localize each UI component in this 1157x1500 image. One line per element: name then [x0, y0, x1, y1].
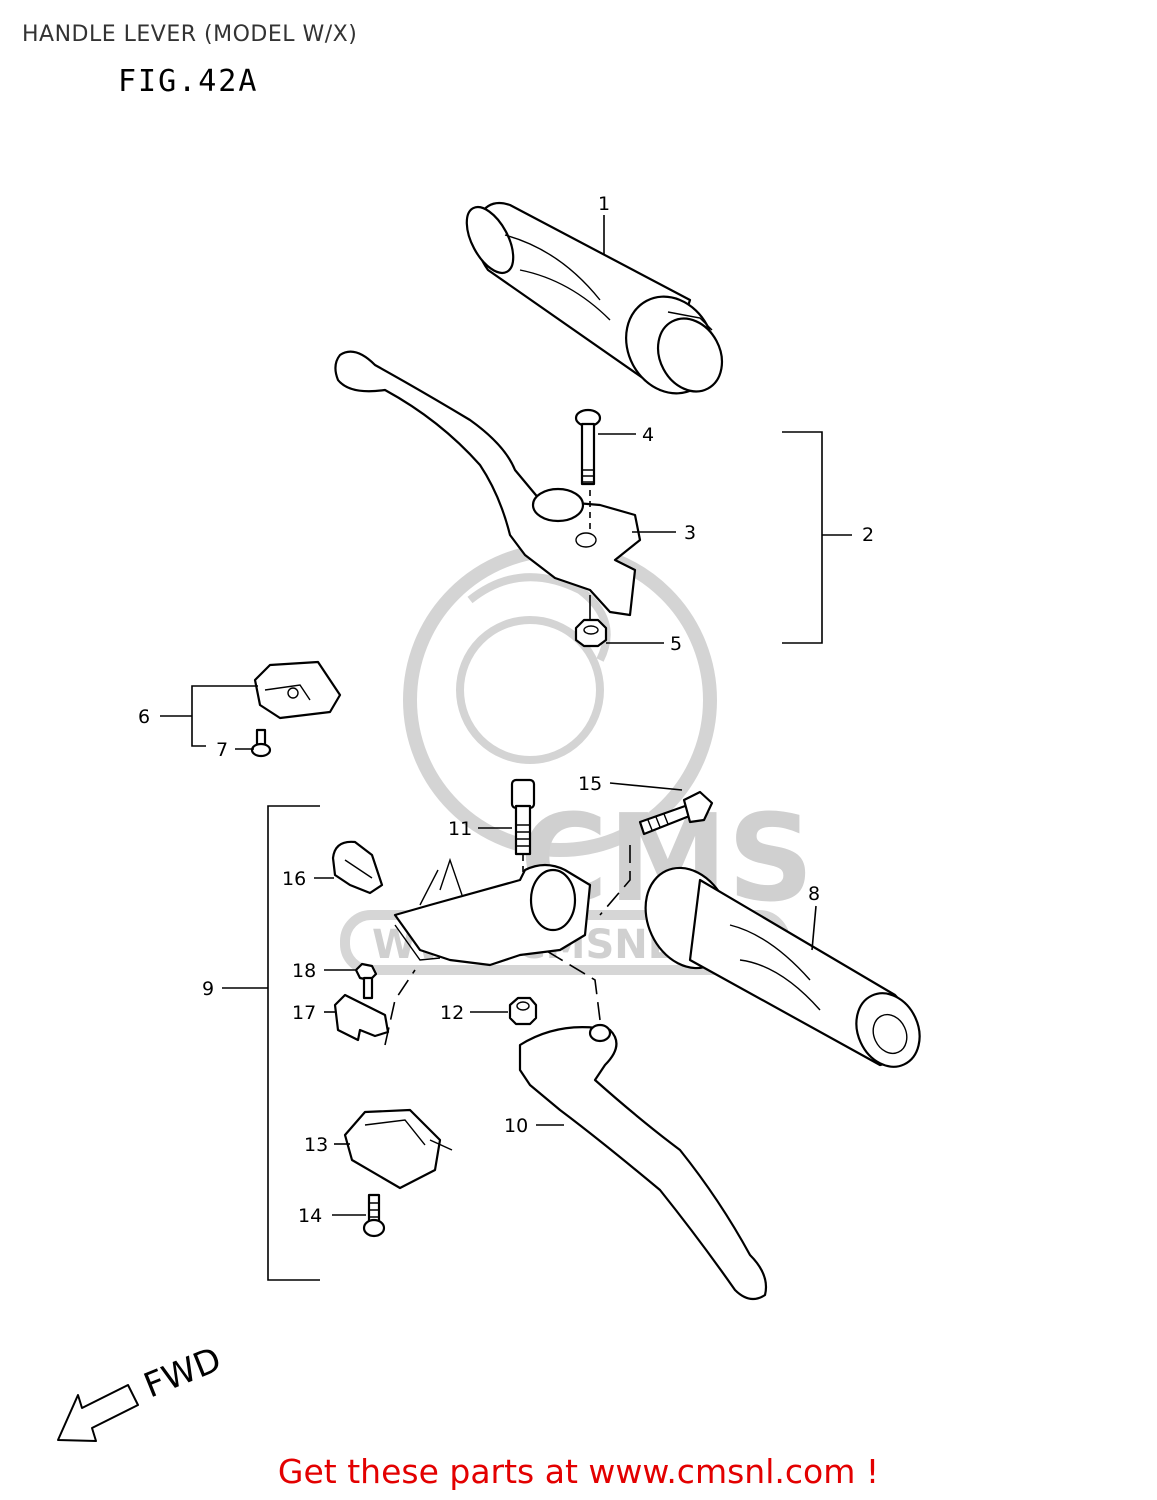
- fwd-label: FWD: [138, 1340, 227, 1407]
- leader-lines: [235, 215, 817, 1216]
- callout-3: 3: [684, 522, 696, 544]
- forward-direction-arrow: FWD: [57, 1340, 227, 1442]
- part-15-bolt: [599, 790, 714, 916]
- callout-12: 12: [440, 1002, 464, 1024]
- callout-15: 15: [578, 773, 602, 795]
- callout-numbers: 1 2 3 4 5 6 7 8 9 10 11 12 13 14 15 16 1…: [138, 193, 874, 1227]
- part-14-screw: [362, 1193, 386, 1238]
- part-3-front-brake-lever: [334, 350, 642, 617]
- callout-14: 14: [298, 1205, 322, 1227]
- part-7-screw: [250, 728, 272, 758]
- page-title: HANDLE LEVER (MODEL W/X): [22, 22, 358, 47]
- callout-13: 13: [304, 1134, 328, 1156]
- part-12-nut: [508, 996, 538, 1026]
- callout-17: 17: [292, 1002, 316, 1024]
- assembly-bracket-6: [160, 685, 258, 747]
- callout-8: 8: [808, 883, 820, 905]
- assembly-bracket-2: [782, 431, 852, 644]
- part-6-switch: [253, 660, 342, 720]
- callout-4: 4: [642, 424, 654, 446]
- callout-5: 5: [670, 633, 682, 655]
- callout-18: 18: [292, 960, 316, 982]
- part-16-clamp: [331, 840, 384, 895]
- part-10-clutch-lever: [518, 949, 768, 1301]
- part-9-lever-holder: [393, 857, 592, 967]
- figure-label: FIG.42A: [118, 64, 259, 99]
- part-5-nut: [574, 595, 608, 648]
- part-18-screw: [354, 962, 378, 1000]
- callout-10: 10: [504, 1115, 528, 1137]
- callout-16: 16: [282, 868, 306, 890]
- callout-7: 7: [216, 739, 228, 761]
- part-8-grip: [644, 866, 921, 1068]
- part-13-switch: [343, 1108, 453, 1190]
- callout-2: 2: [862, 524, 874, 546]
- callout-1: 1: [598, 193, 610, 215]
- promo-link-text[interactable]: Get these parts at www.cmsnl.com !: [277, 1452, 880, 1491]
- part-1-grip: [465, 201, 724, 395]
- part-4-pivot-bolt: [574, 408, 602, 530]
- callout-11: 11: [448, 818, 472, 840]
- callout-9: 9: [202, 978, 214, 1000]
- callout-6: 6: [138, 706, 150, 728]
- part-17-bracket: [333, 969, 416, 1046]
- assembly-bracket-9: [222, 805, 320, 1281]
